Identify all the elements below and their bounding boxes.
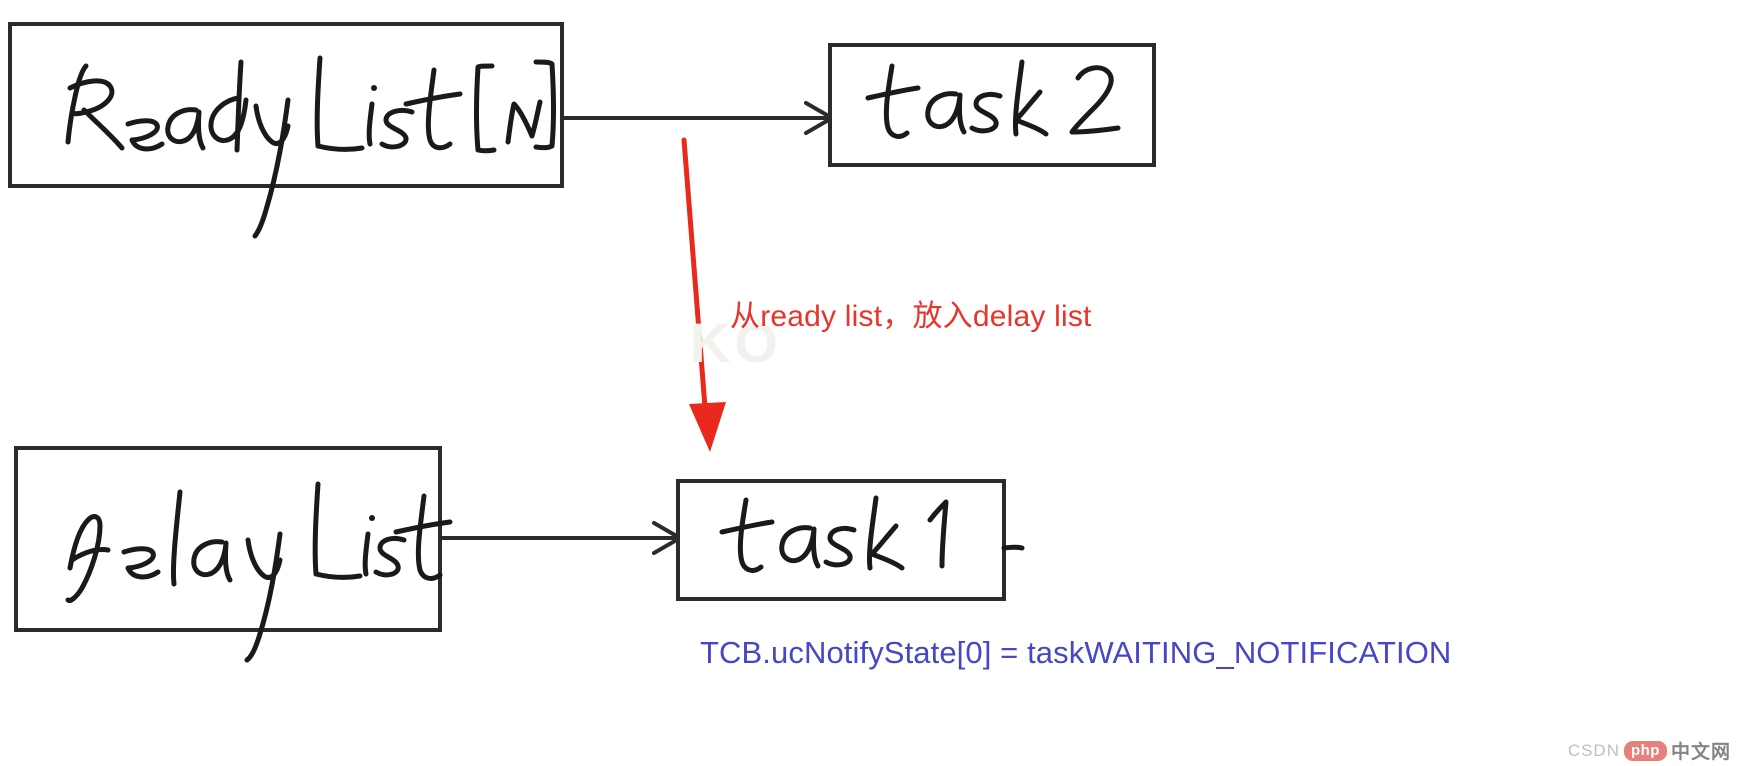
- node-task-1[interactable]: [676, 479, 1025, 601]
- delay-list-handwriting: [65, 481, 453, 663]
- watermark-csdn-text: CSDN: [1567, 740, 1620, 760]
- task-2-handwriting: [865, 59, 1121, 139]
- task-1-handwriting: [719, 495, 1025, 573]
- ready-list-handwriting: [65, 55, 556, 239]
- node-task-2[interactable]: [828, 43, 1156, 167]
- task-2-box[interactable]: [828, 43, 1156, 167]
- edge-delay-to-task1: [441, 521, 682, 555]
- blue-annotation-text: TCB.ucNotifyState[0] = taskWAITING_NOTIF…: [700, 635, 1452, 670]
- edge-move-arrow: [681, 137, 726, 452]
- red-arrowhead: [689, 402, 726, 452]
- watermark-php-badge: php: [1623, 740, 1667, 761]
- edge-ready-to-task2: [563, 101, 834, 135]
- node-ready-list[interactable]: [8, 22, 564, 239]
- red-annotation-text: 从ready list，放入delay list: [730, 300, 1092, 333]
- watermark-corner: CSDN php 中文网: [1568, 737, 1731, 764]
- watermark-site-text: 中文网: [1670, 742, 1731, 763]
- task-1-box[interactable]: [676, 479, 1006, 601]
- node-delay-list[interactable]: [14, 446, 453, 663]
